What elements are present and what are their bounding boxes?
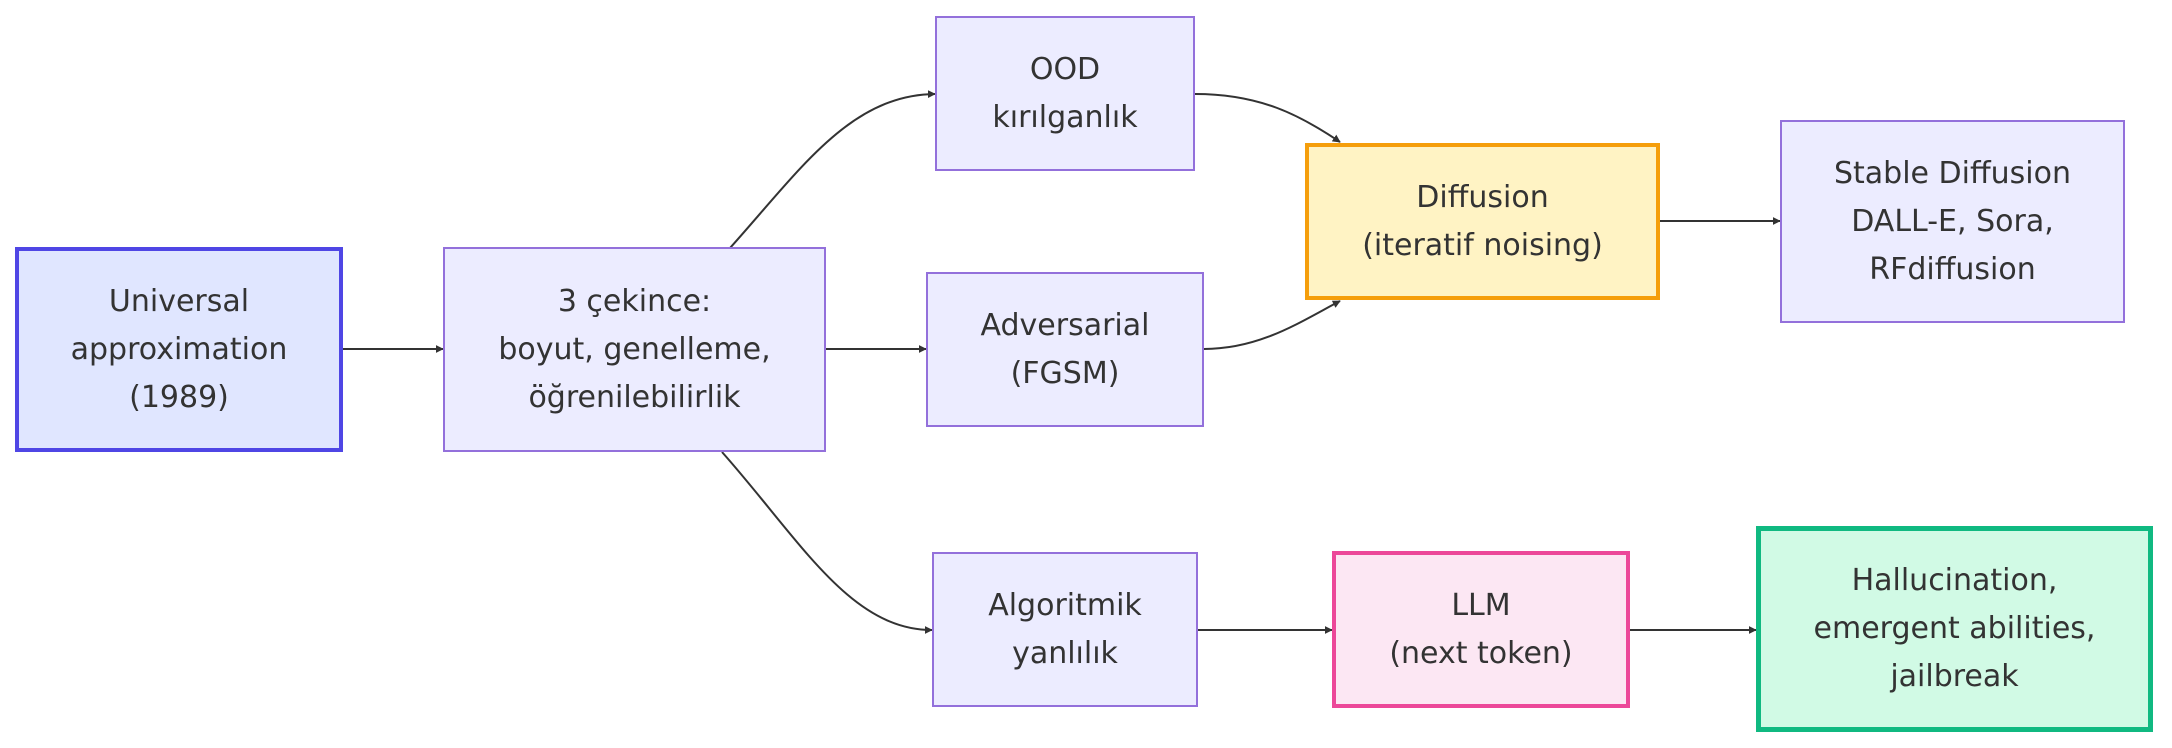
node-hallucination: Hallucination, emergent abilities, jailb… [1756,526,2153,732]
node-ood: OOD kırılganlık [935,16,1195,171]
node-label: Adversarial (FGSM) [980,307,1150,391]
node-label: Algoritmik yanlılık [988,587,1142,671]
node-llm: LLM (next token) [1332,551,1630,708]
edge-adversarial-to-diffusion [1203,300,1341,350]
node-universal-approximation: Universal approximation (1989) [15,247,343,452]
node-label: 3 çekince: boyut, genelleme, öğrenilebil… [498,283,771,415]
edge-cekince-to-algoritmik [721,451,933,634]
node-label: Stable Diffusion DALL-E, Sora, RFdiffusi… [1833,155,2071,287]
node-diffusion: Diffusion (iteratif noising) [1305,143,1660,300]
node-label: OOD kırılganlık [992,51,1138,135]
node-algoritmik: Algoritmik yanlılık [932,552,1198,707]
node-label: Diffusion (iteratif noising) [1362,179,1603,263]
edge-cekince-to-ood [729,90,936,249]
edge-ood-to-diffusion [1194,93,1341,143]
node-label: Universal approximation (1989) [70,283,288,415]
node-adversarial: Adversarial (FGSM) [926,272,1204,427]
node-label: Hallucination, emergent abilities, jailb… [1813,563,2096,694]
node-stable-diffusion: Stable Diffusion DALL-E, Sora, RFdiffusi… [1780,120,2125,323]
node-label: LLM (next token) [1389,587,1573,671]
node-cekince: 3 çekince: boyut, genelleme, öğrenilebil… [443,247,826,452]
